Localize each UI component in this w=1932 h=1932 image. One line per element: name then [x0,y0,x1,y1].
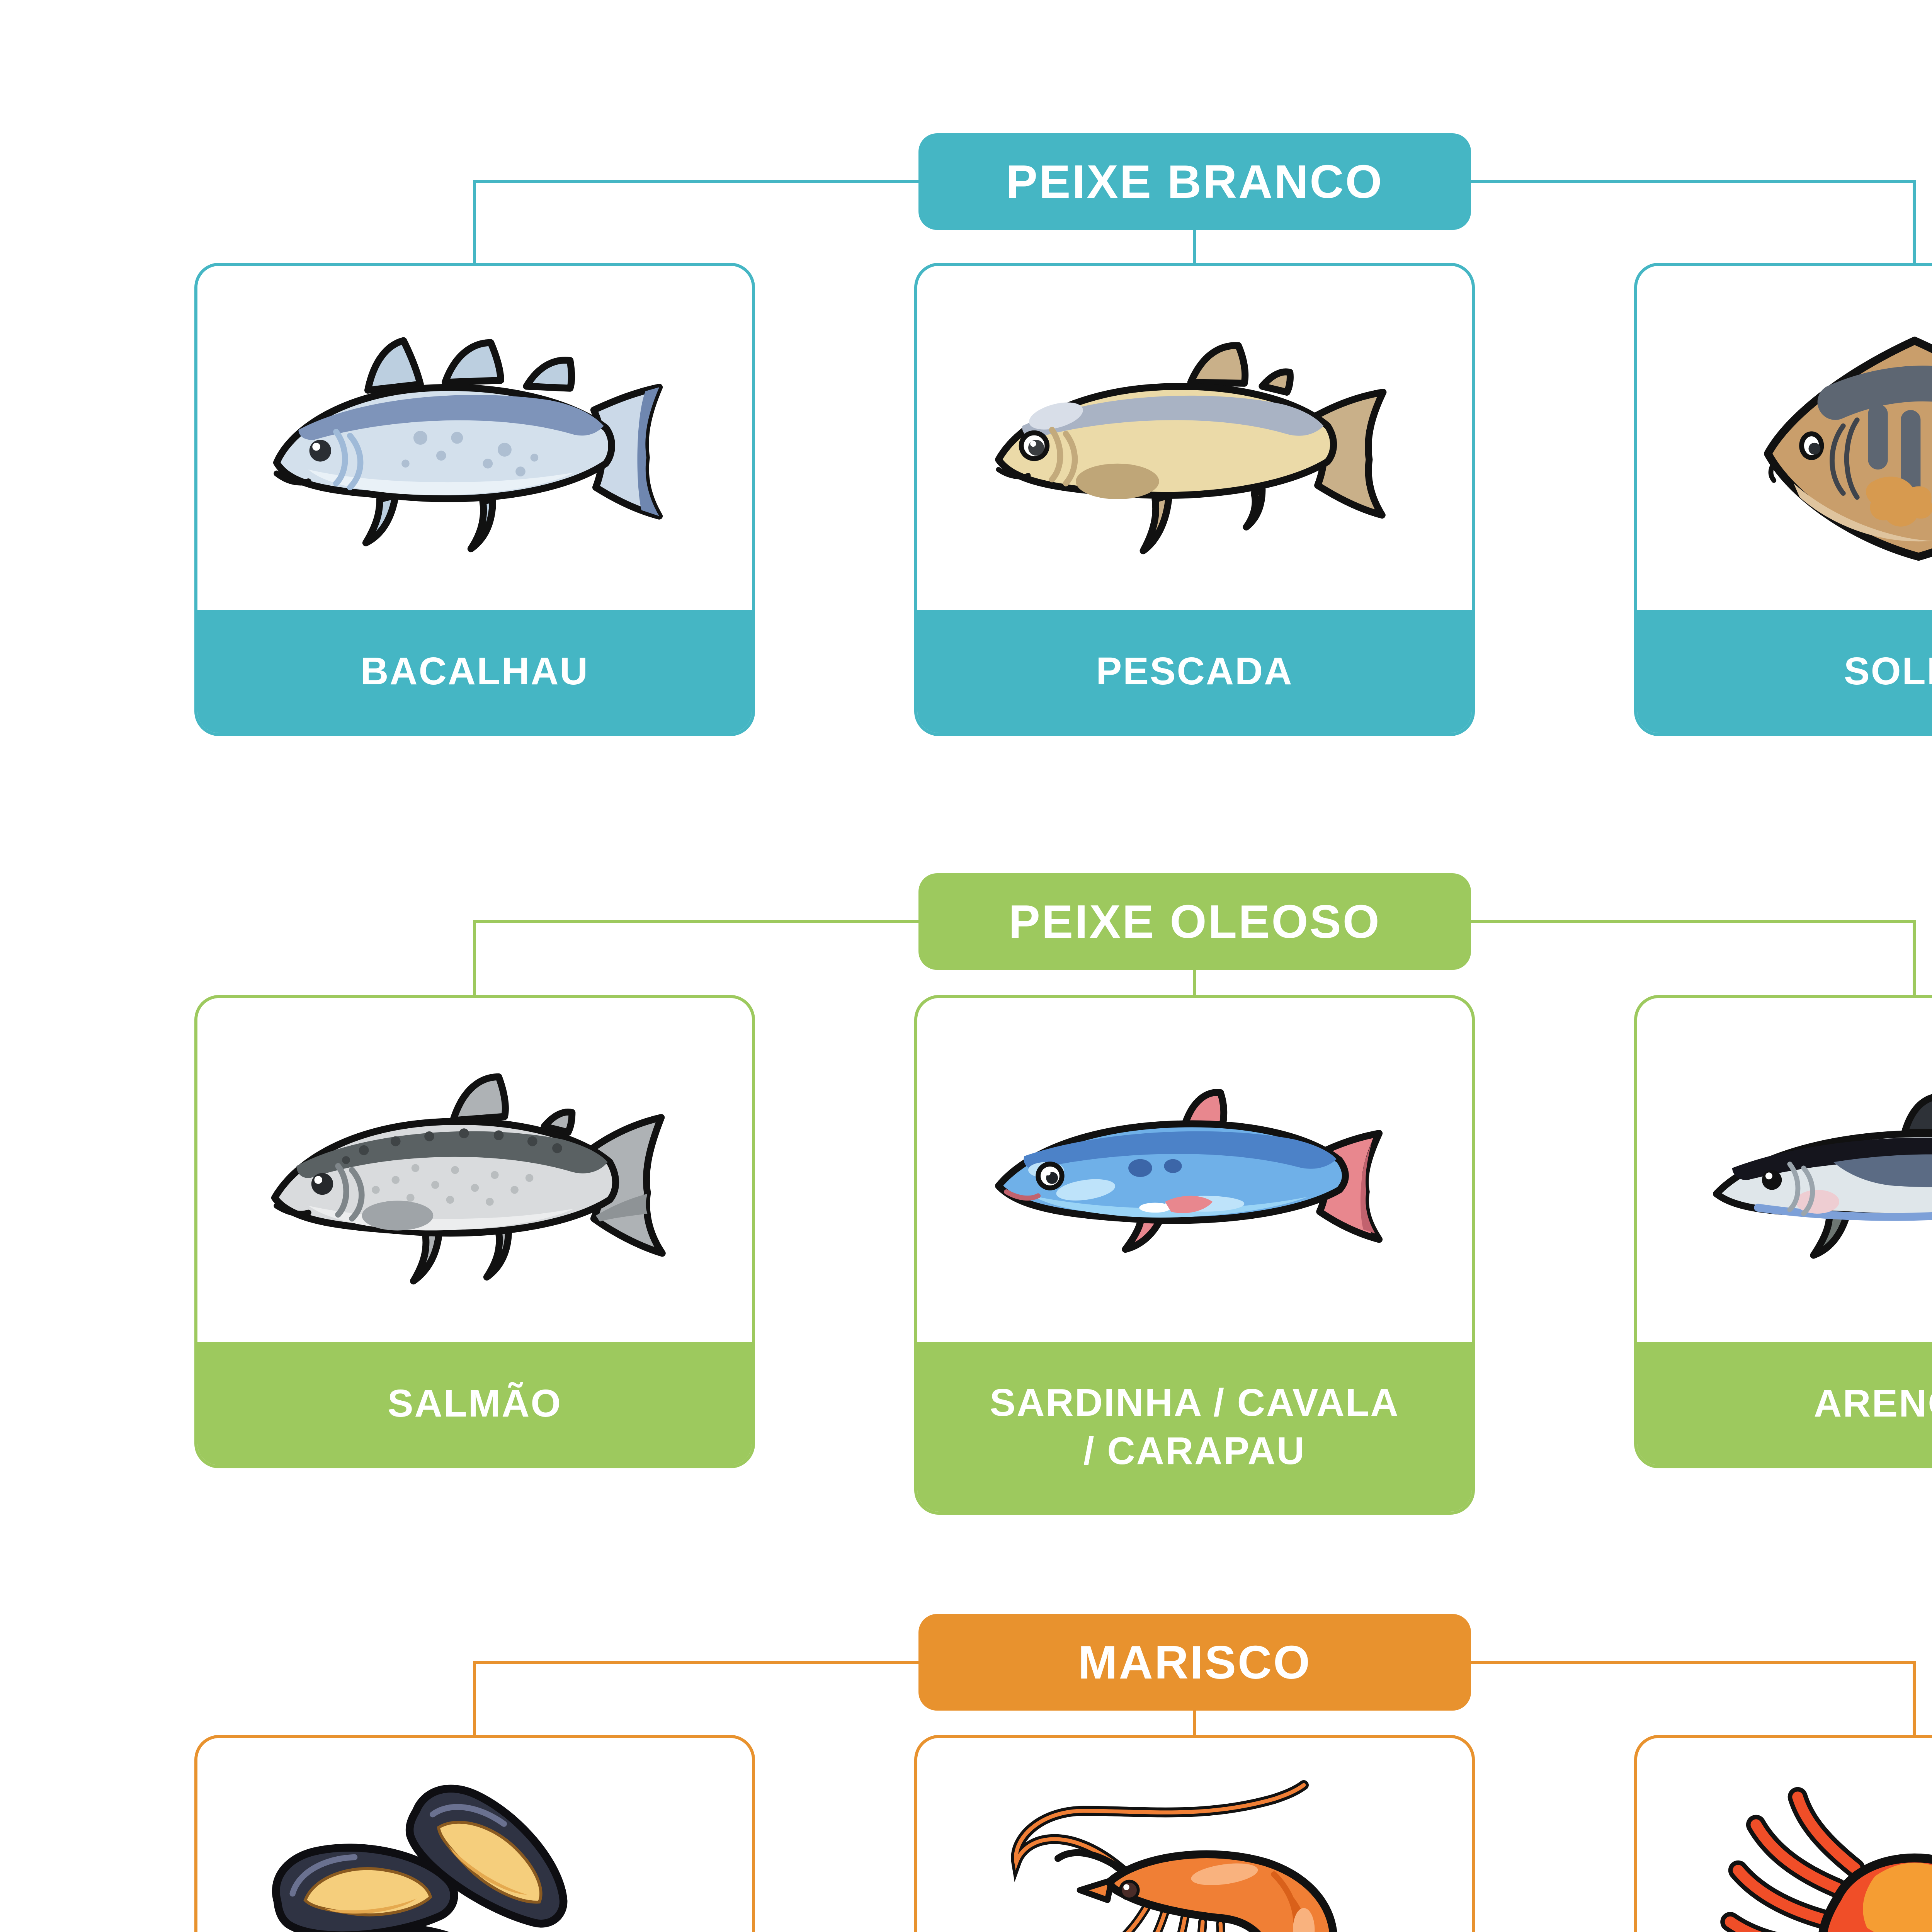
connector-line [1913,1661,1916,1735]
connector-line [473,1661,476,1735]
card-label: BACALHAU [361,650,589,693]
shrimp-illustration [1010,1780,1337,1932]
connector-line [1193,970,1196,995]
card-label-band: SOLHA [1637,610,1932,733]
connector-line [1471,920,1914,923]
whiting-fish-illustration [995,342,1386,554]
cod-fish-illustration [273,337,663,553]
salmon-fish-illustration [271,1073,666,1285]
card-art [917,1738,1472,1932]
group-header-peixe-branco: PEIXE BRANCO [918,133,1471,230]
group-header-peixe-oleoso: PEIXE OLEOSO [918,873,1471,970]
connector-line [474,180,918,183]
connector-line [474,1661,918,1664]
connector-line [473,920,476,995]
card-art [917,266,1472,610]
connector-line [1913,180,1916,263]
crab-illustration [1720,1787,1932,1932]
connector-line [1471,180,1914,183]
card-label: SOLHA [1844,650,1932,693]
card-mexilhao: MEXILHÃO [194,1735,755,1932]
mussels-illustration [272,1784,567,1932]
connector-line [473,180,476,263]
card-art [197,266,752,610]
sardine-fish-illustration [995,1089,1383,1253]
connector-line [1193,1711,1196,1735]
group-header-label: MARISCO [1078,1636,1312,1689]
connector-line [474,920,918,923]
card-art [1637,266,1932,610]
card-art [917,998,1472,1342]
group-header-label: PEIXE BRANCO [1006,155,1384,208]
card-camarao: CAMARÃO [914,1735,1475,1932]
card-label: PESCADA [1096,650,1293,693]
card-label: SARDINHA / CAVALA / CARAPAU [990,1381,1400,1473]
group-header-label: PEIXE OLEOSO [1009,895,1381,948]
connector-line [1913,920,1916,995]
card-bacalhau: BACALHAU [194,263,755,736]
card-pescada: PESCADA [914,263,1475,736]
card-label-band: SARDINHA / CAVALA / CARAPAU [917,1342,1472,1512]
card-art [1637,1738,1932,1932]
card-label: SALMÃO [387,1382,562,1425]
card-label-band: ARENQUE [1637,1342,1932,1465]
herring-fish-illustration [1713,1094,1932,1259]
plaice-fish-illustration [1764,337,1932,561]
card-label-band: BACALHAU [197,610,752,733]
card-salmao: SALMÃO [194,995,755,1468]
card-art [197,998,752,1342]
connector-line [1471,1661,1914,1664]
card-art [197,1738,752,1932]
card-label-band: PESCADA [917,610,1472,733]
card-caranguejo: CARANGUEJO [1634,1735,1932,1932]
card-solha: SOLHA [1634,263,1932,736]
group-header-marisco: MARISCO [918,1614,1471,1711]
card-arenque: ARENQUE [1634,995,1932,1468]
card-label: ARENQUE [1813,1382,1932,1425]
card-sardinha: SARDINHA / CAVALA / CARAPAU [914,995,1475,1515]
connector-line [1193,230,1196,263]
card-art [1637,998,1932,1342]
card-label-band: SALMÃO [197,1342,752,1465]
